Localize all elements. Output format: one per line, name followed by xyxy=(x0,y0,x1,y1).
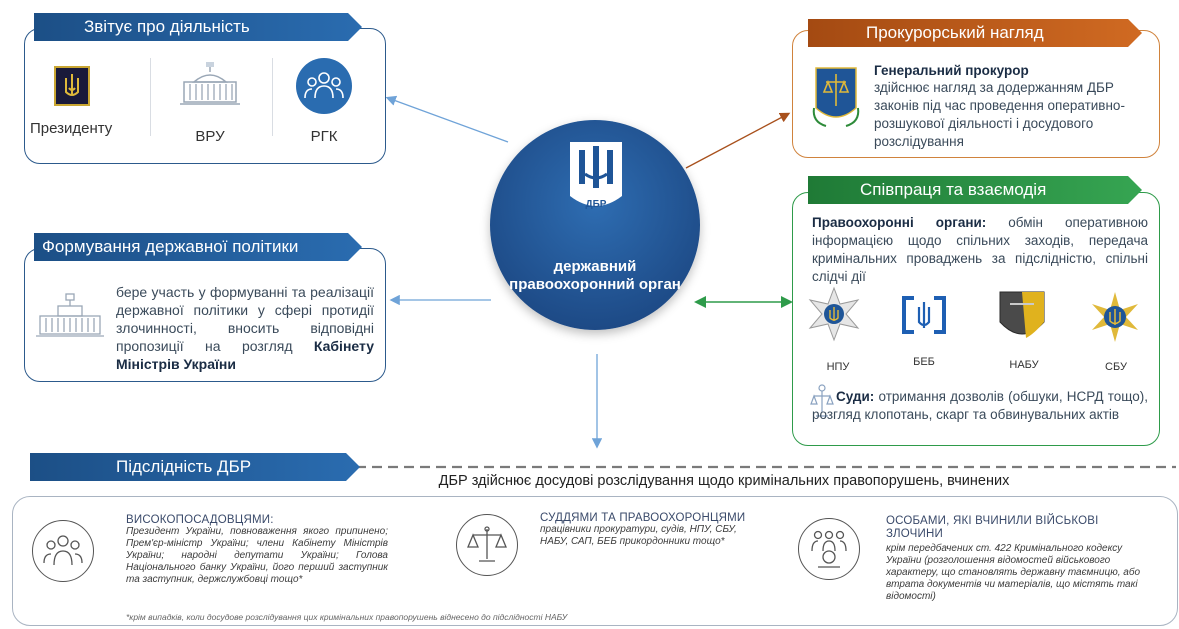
policy-text: бере участь у формуванні та реалізації д… xyxy=(116,284,374,372)
policy-panel xyxy=(24,248,386,382)
prosecutor-emblem-icon xyxy=(808,64,864,132)
policy-banner: Формування державної політики xyxy=(34,233,362,261)
cooperation-courts-text: Суди: отримання дозволів (обшуки, НСРД т… xyxy=(812,389,1148,422)
center-caption-line2: правоохоронний орган xyxy=(509,276,681,293)
prosecutor-head: Генеральний прокурор xyxy=(874,63,1029,78)
group-military-head: ОСОБАМИ, ЯКІ ВЧИНИЛИ ВІЙСЬКОВІ ЗЛОЧИНИ xyxy=(886,515,1099,540)
group-judges-head: СУДДЯМИ ТА ПРАВООХОРОНЦЯМИ xyxy=(540,512,746,524)
npu-badge-icon xyxy=(806,286,862,342)
cooperation-lea-text: Правоохоронні органи: обмін оперативною … xyxy=(812,215,1148,284)
agency-label-npu: НПУ xyxy=(826,361,850,373)
dbr-logo-text: ДБР xyxy=(585,199,607,210)
group-military-text: крім передбачених ст. 422 Кримінального … xyxy=(886,543,1141,602)
president-emblem-icon xyxy=(54,66,90,106)
cooperation-courts-head: Суди: xyxy=(836,389,875,404)
dbr-shield-logo-icon xyxy=(566,140,626,218)
group-judges-text: працівники прокуратури, судів, НПУ, СБУ,… xyxy=(540,524,737,547)
agency-label-sbu: СБУ xyxy=(1105,361,1127,373)
jurisdiction-panel xyxy=(12,496,1178,626)
center-caption-line1: державний xyxy=(553,258,637,275)
cooperation-lea-head: Правоохоронні органи: xyxy=(812,215,987,230)
prosecutor-banner: Прокурорський нагляд xyxy=(808,19,1142,47)
scales-justice-icon xyxy=(810,382,834,420)
reports-banner: Звітує про діяльність xyxy=(34,13,362,41)
government-building-icon xyxy=(34,292,106,340)
reports-item-president-label: Президенту xyxy=(30,120,113,137)
jurisdiction-banner: Підслідність ДБР xyxy=(30,453,360,481)
sbu-emblem-icon xyxy=(1088,290,1142,344)
group-officials-head: ВИСОКОПОСАДОВЦЯМИ: xyxy=(126,514,274,526)
people-group-icon xyxy=(296,58,352,114)
cooperation-banner: Співпраця та взаємодія xyxy=(808,176,1142,204)
group-officials-text: Президент України, повноваження якого пр… xyxy=(126,526,388,585)
military-crimes-icon xyxy=(798,518,860,580)
reports-item-rgk-label: РГК xyxy=(310,128,338,145)
judges-scales-icon xyxy=(456,514,518,576)
prosecutor-text: здійснює нагляд за додержанням ДБР закон… xyxy=(874,80,1125,149)
agency-label-nabu: НАБУ xyxy=(1009,359,1039,371)
reports-item-parliament-label: ВРУ xyxy=(195,128,225,145)
cooperation-panel xyxy=(792,192,1160,446)
officials-group-icon xyxy=(32,520,94,582)
nabu-shield-icon xyxy=(996,288,1048,346)
agency-label-beb: БЕБ xyxy=(913,356,935,368)
parliament-building-icon xyxy=(178,60,242,108)
policy-text-bold: Кабінету Міністрів України xyxy=(116,338,374,372)
jurisdiction-intro: ДБР здійснює досудові розслідування щодо… xyxy=(438,473,1010,489)
jurisdiction-footnote: *крім випадків, коли досудове розслідува… xyxy=(126,612,568,622)
beb-logo-icon xyxy=(898,292,950,338)
